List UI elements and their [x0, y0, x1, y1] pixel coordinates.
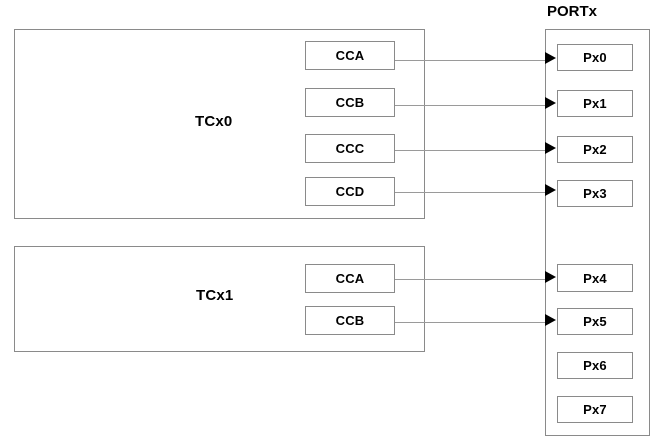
arrow-head-px2 [545, 142, 556, 154]
pin-px5: Px5 [557, 308, 633, 335]
pin-px6: Px6 [557, 352, 633, 379]
pin-px2: Px2 [557, 136, 633, 163]
port-group-title: PORTx [547, 3, 598, 20]
channel-tcx0-ccd: CCD [305, 177, 395, 206]
channel-tcx0-ccb: CCB [305, 88, 395, 117]
connector-tcx1-ccb-to-px5 [395, 322, 546, 323]
connector-tcx1-cca-to-px4 [395, 279, 546, 280]
arrow-head-px1 [545, 97, 556, 109]
pin-px3: Px3 [557, 180, 633, 207]
channel-tcx1-ccb: CCB [305, 306, 395, 335]
pin-px1: Px1 [557, 90, 633, 117]
channel-tcx0-ccc: CCC [305, 134, 395, 163]
pin-px7: Px7 [557, 396, 633, 423]
arrow-head-px0 [545, 52, 556, 64]
arrow-head-px3 [545, 184, 556, 196]
pin-px4: Px4 [557, 264, 633, 292]
pin-px0: Px0 [557, 44, 633, 71]
block-tcx0-label: TCx0 [195, 113, 233, 130]
connector-tcx0-ccb-to-px1 [395, 105, 546, 106]
connector-tcx0-cca-to-px0 [395, 60, 546, 61]
channel-tcx1-cca: CCA [305, 264, 395, 293]
channel-tcx0-cca: CCA [305, 41, 395, 70]
arrow-head-px4 [545, 271, 556, 283]
connector-tcx0-ccd-to-px3 [395, 192, 546, 193]
block-tcx1-label: TCx1 [196, 287, 234, 304]
arrow-head-px5 [545, 314, 556, 326]
connector-tcx0-ccc-to-px2 [395, 150, 546, 151]
